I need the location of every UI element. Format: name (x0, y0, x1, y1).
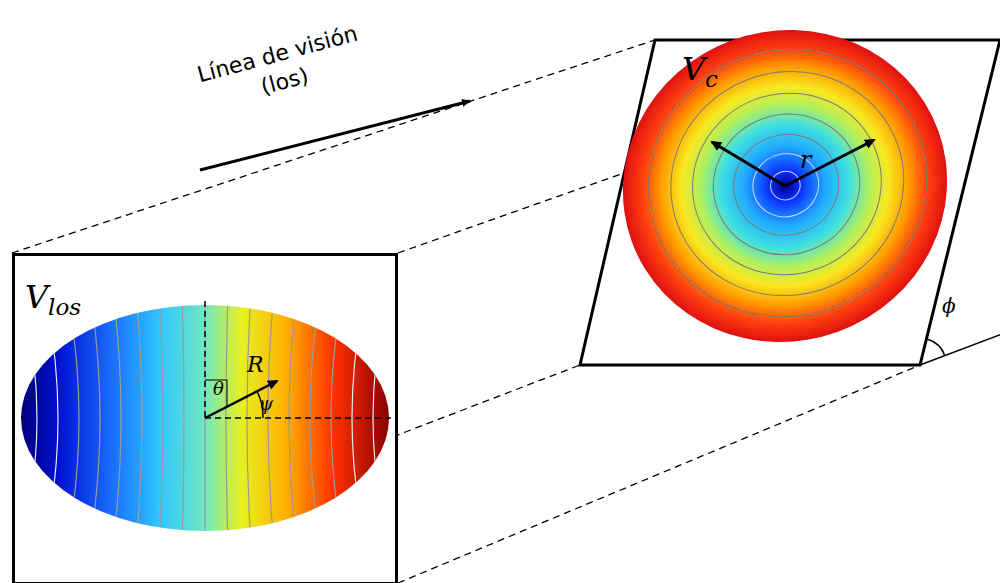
angle-symbol: θ (213, 378, 224, 399)
line-of-sight-label: Línea de visión (los) (192, 19, 370, 116)
panel-title: Vlos (25, 278, 81, 320)
radius-symbol: R (247, 352, 264, 377)
circular-velocity-map (578, 38, 1000, 368)
circular-velocity-plane: Vc (578, 38, 1000, 368)
radius-symbol: r (800, 146, 811, 174)
angle-symbol: ϕ (942, 294, 956, 318)
los-velocity-panel: Vlos (12, 253, 398, 583)
panel-title: Vc (682, 50, 718, 92)
angle-symbol: ψ (259, 393, 273, 414)
projection-line (398, 365, 920, 583)
